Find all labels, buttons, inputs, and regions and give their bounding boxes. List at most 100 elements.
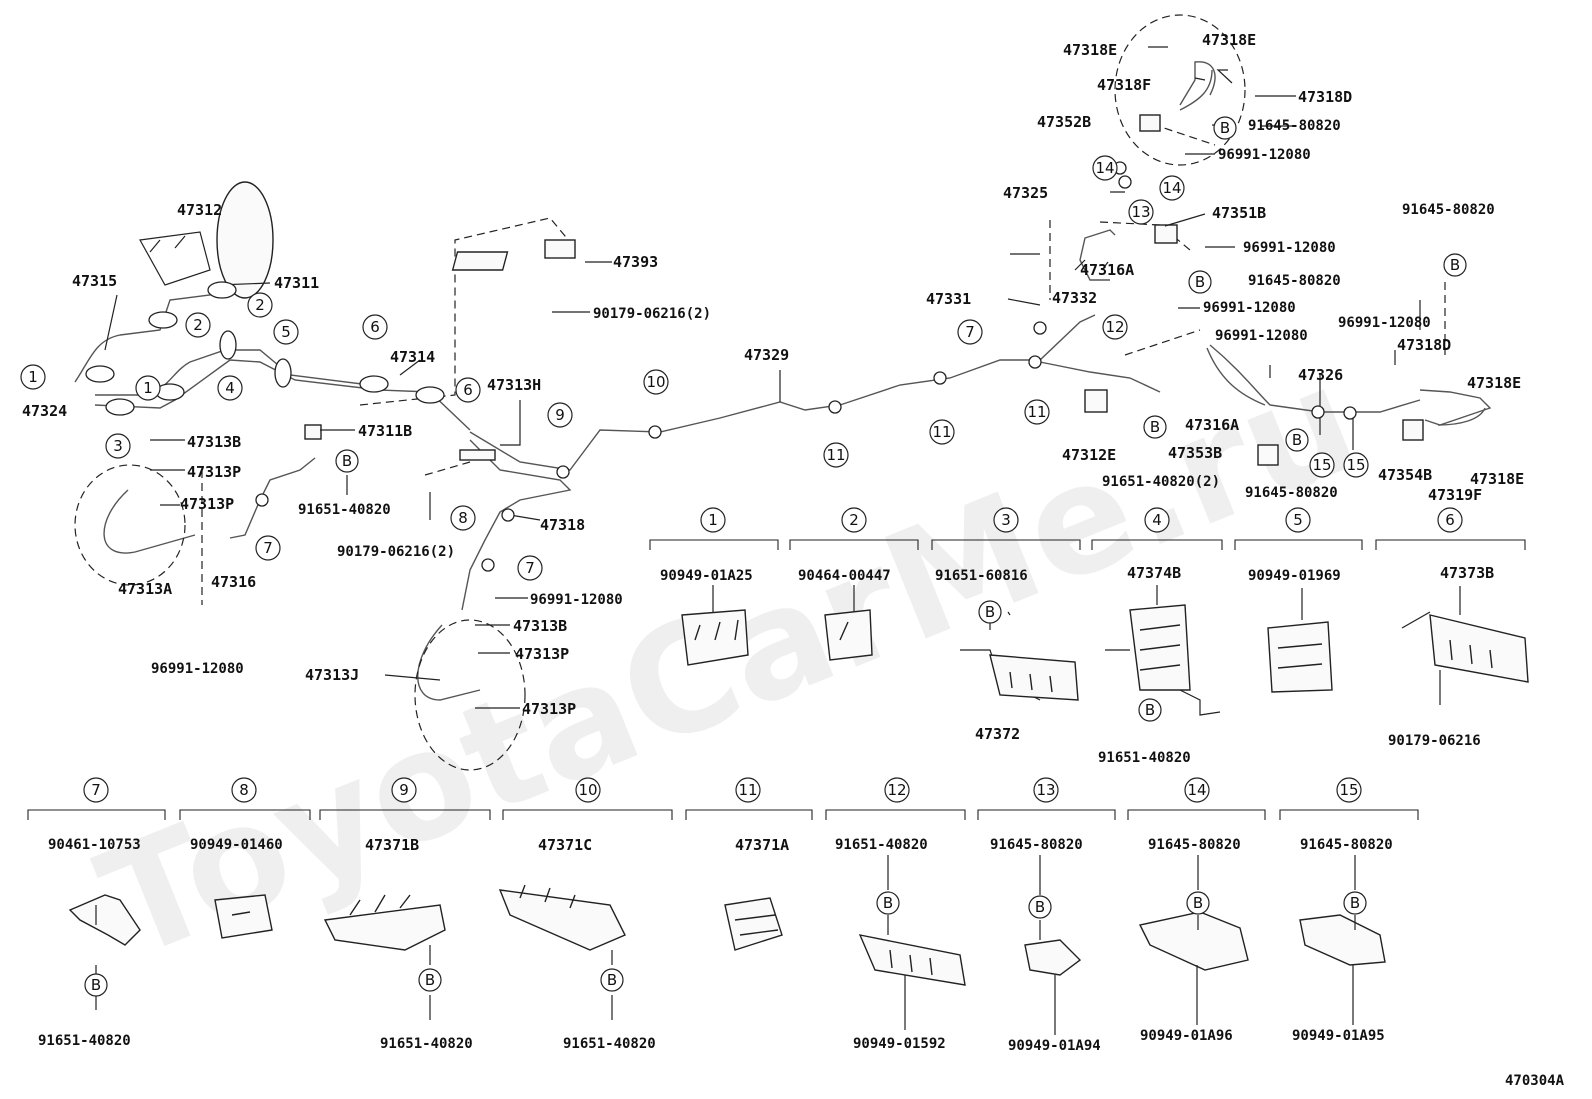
panel-4-sub: 91651-40820	[1098, 750, 1191, 766]
brake-pipes	[74, 61, 1492, 701]
panel-15-number: 15	[1339, 781, 1358, 799]
panel-13-number: 13	[1036, 781, 1055, 799]
figure-code: 470304A	[1505, 1073, 1565, 1089]
label-47318: 47318	[540, 516, 585, 534]
label-47318F: 47318F	[1097, 76, 1151, 94]
label-47316A-a: 47316A	[1080, 261, 1134, 279]
label-47352B: 47352B	[1037, 113, 1091, 131]
panel-2-number: 2	[849, 511, 859, 529]
panel-6-sub: 90179-06216	[1388, 733, 1481, 749]
callout-6b: 6	[463, 381, 473, 399]
b-marker: B	[1220, 119, 1230, 137]
fittings	[304, 114, 1424, 466]
label-47313H: 47313H	[487, 376, 541, 394]
panel-14-sub: 90949-01A96	[1140, 1028, 1233, 1044]
b-marker: B	[1292, 431, 1302, 449]
bolt-markers: B B B B B B	[335, 116, 1467, 473]
panel-11-part: 47371A	[735, 836, 789, 854]
callout-3: 3	[113, 437, 123, 455]
callout-14a: 14	[1095, 159, 1114, 177]
label-47312E: 47312E	[1062, 446, 1116, 464]
tube-clamps	[85, 161, 1357, 572]
label-91645-80820-b: 91645-80820	[1402, 202, 1495, 218]
panel-6-number: 6	[1445, 511, 1455, 529]
panel-10-part: 47371C	[538, 836, 592, 854]
brake-booster-illustration	[139, 181, 274, 299]
label-47313B-a: 47313B	[187, 433, 241, 451]
panel-15-part: 91645-80820	[1300, 837, 1393, 853]
callout-5: 5	[281, 323, 291, 341]
panel-12-part: 91651-40820	[835, 837, 928, 853]
panel-1-part: 90949-01A25	[660, 568, 753, 584]
label-96991-12080-d: 96991-12080	[1215, 328, 1308, 344]
panel-3-part: 91651-60816	[935, 568, 1028, 584]
callout-6a: 6	[370, 318, 380, 336]
label-47316A-b: 47316A	[1185, 416, 1239, 434]
panel-9-part: 47371B	[365, 836, 419, 854]
part-labels: 47318E 47318E 47318F 47318D 47352B 91645…	[22, 31, 1524, 718]
callout-2a: 2	[255, 296, 265, 314]
callout-7b: 7	[965, 323, 975, 341]
callout-1b: 1	[143, 379, 153, 397]
label-47318E-b: 47318E	[1202, 31, 1256, 49]
label-47393: 47393	[613, 253, 658, 271]
label-47354B: 47354B	[1378, 466, 1432, 484]
label-47325: 47325	[1003, 184, 1048, 202]
detail-panels-row2: 7 8 9 10 11 12 13 14 15 90461-10753 9094…	[27, 777, 1419, 1054]
panel-10-number: 10	[578, 781, 597, 799]
label-47313P-d: 47313P	[522, 700, 576, 718]
b-marker: B	[985, 603, 995, 621]
callout-12: 12	[1105, 318, 1124, 336]
callout-numbers: 1 1 2 2 3 4 5 6 6 7 7 7 8 9 10 11 11 11 …	[20, 155, 1369, 581]
panel-7-part: 90461-10753	[48, 837, 141, 853]
b-marker: B	[342, 452, 352, 470]
panel-10-sub: 91651-40820	[563, 1036, 656, 1052]
label-47318E-c: 47318E	[1467, 374, 1521, 392]
callout-15b: 15	[1346, 456, 1365, 474]
label-47326: 47326	[1298, 366, 1343, 384]
label-47311B: 47311B	[358, 422, 412, 440]
callout-15a: 15	[1312, 456, 1331, 474]
dashed-leaders	[74, 14, 1446, 771]
callout-8: 8	[458, 509, 468, 527]
panel-12-sub: 90949-01592	[853, 1036, 946, 1052]
label-91645-80820-a: 91645-80820	[1248, 118, 1341, 134]
label-47353B: 47353B	[1168, 444, 1222, 462]
callout-11c: 11	[1027, 403, 1046, 421]
panel-14-number: 14	[1187, 781, 1206, 799]
b-marker: B	[1193, 894, 1203, 912]
label-91645-80820-d: 91645-80820	[1245, 485, 1338, 501]
label-96991-12080-f: 96991-12080	[151, 661, 244, 677]
label-47332: 47332	[1052, 289, 1097, 307]
panel-4-part: 47374B	[1127, 564, 1181, 582]
label-47324: 47324	[22, 402, 67, 420]
label-47313A: 47313A	[118, 580, 172, 598]
panel-9-number: 9	[399, 781, 409, 799]
panel-1-number: 1	[708, 511, 718, 529]
b-marker: B	[91, 976, 101, 994]
label-47311: 47311	[274, 274, 319, 292]
b-marker: B	[607, 971, 617, 989]
panel-6-part: 47373B	[1440, 564, 1494, 582]
callout-2b: 2	[193, 316, 203, 334]
callout-7a: 7	[263, 539, 273, 557]
label-47329: 47329	[744, 346, 789, 364]
label-90179-06216-2-b: 90179-06216(2)	[337, 544, 455, 560]
panel-9-sub: 91651-40820	[380, 1036, 473, 1052]
detail-panels-row1: 1 2 3 4 5 6 90949-01A25 90464-00447 9165…	[649, 507, 1529, 766]
panel-7-number: 7	[91, 781, 101, 799]
callout-10: 10	[646, 373, 665, 391]
callout-11a: 11	[826, 446, 845, 464]
panel-13-sub: 90949-01A94	[1008, 1038, 1101, 1054]
label-47313B-b: 47313B	[513, 617, 567, 635]
label-47312: 47312	[177, 201, 222, 219]
label-47313P-b: 47313P	[180, 495, 234, 513]
panel-13-part: 91645-80820	[990, 837, 1083, 853]
panel-8-part: 90949-01460	[190, 837, 283, 853]
panel-3-number: 3	[1001, 511, 1011, 529]
panel-3-sub: 47372	[975, 725, 1020, 743]
label-47313J: 47313J	[305, 666, 359, 684]
b-marker: B	[425, 971, 435, 989]
panel-15-sub: 90949-01A95	[1292, 1028, 1385, 1044]
